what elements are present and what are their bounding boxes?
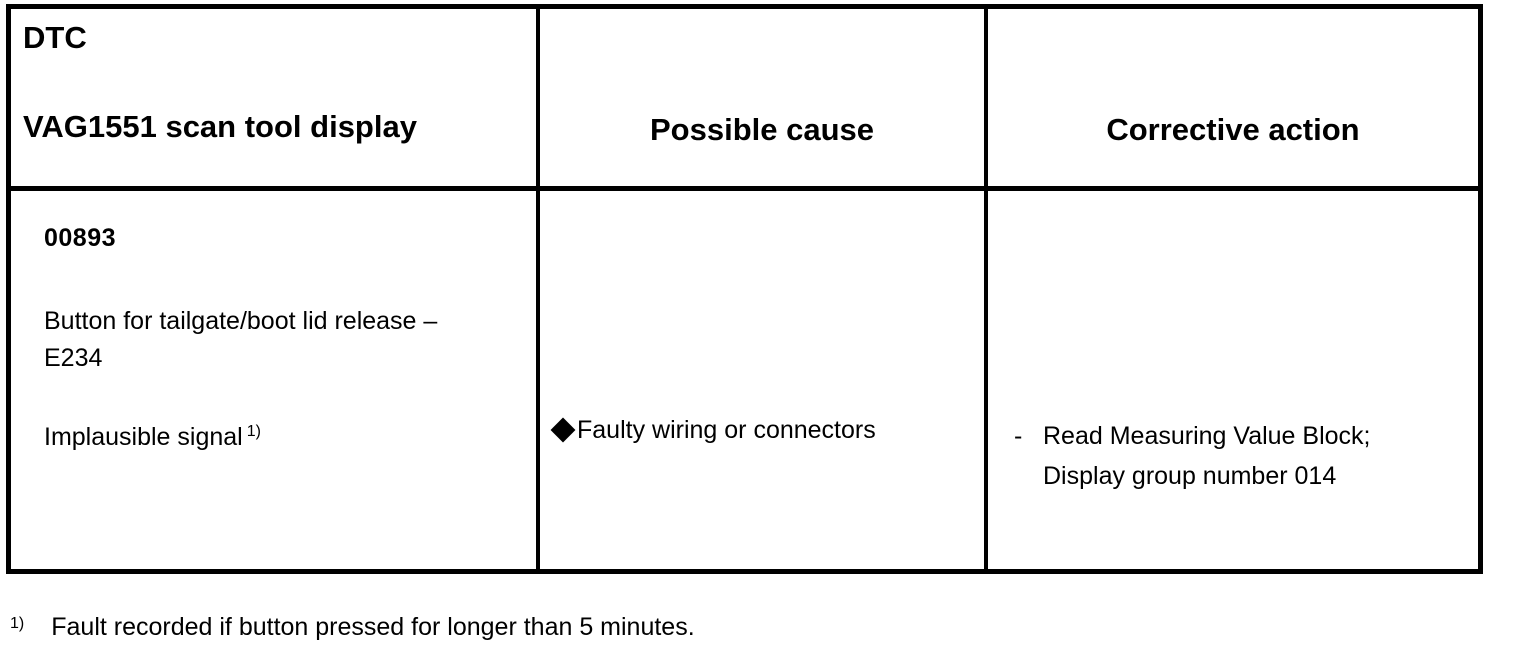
header-label-corrective-action: Corrective action <box>1106 112 1360 147</box>
table-row: 00893 Button for tailgate/boot lid relea… <box>11 191 1478 569</box>
footnote: 1) Fault recorded if button pressed for … <box>10 612 695 642</box>
dash-bullet-icon: - <box>1014 422 1023 450</box>
header-label-scan-tool-display: VAG1551 scan tool display <box>23 109 417 144</box>
possible-cause-text: Faulty wiring or connectors <box>577 416 876 444</box>
dtc-description: Button for tailgate/boot lid release – E… <box>44 307 438 372</box>
header-cell-corrective-action: Corrective action <box>988 9 1478 186</box>
diamond-bullet-icon <box>550 417 576 443</box>
corrective-action-item: - Read Measuring Value Block; Display gr… <box>1014 416 1454 496</box>
footnote-marker: 1) <box>10 615 25 632</box>
header-label-dtc: DTC <box>23 20 87 55</box>
header-label-possible-cause: Possible cause <box>649 112 874 147</box>
footnote-text: Fault recorded if button pressed for lon… <box>51 613 695 641</box>
footnote-reference-marker: 1) <box>246 422 261 440</box>
dtc-code: 00893 <box>44 224 117 252</box>
table-header-row: DTC VAG1551 scan tool display Possible c… <box>11 9 1478 191</box>
header-cell-possible-cause: Possible cause <box>536 9 988 186</box>
cell-possible-cause: Faulty wiring or connectors <box>536 191 988 569</box>
possible-cause-item: Faulty wiring or connectors <box>550 413 876 447</box>
dtc-fault-table: DTC VAG1551 scan tool display Possible c… <box>6 4 1483 574</box>
corrective-action-text: Read Measuring Value Block; Display grou… <box>1043 422 1371 490</box>
header-cell-dtc: DTC VAG1551 scan tool display <box>11 9 536 186</box>
cell-corrective-action: - Read Measuring Value Block; Display gr… <box>988 191 1478 569</box>
dtc-signal-text: Implausible signal <box>44 423 243 451</box>
cell-dtc-display: 00893 Button for tailgate/boot lid relea… <box>11 191 536 569</box>
